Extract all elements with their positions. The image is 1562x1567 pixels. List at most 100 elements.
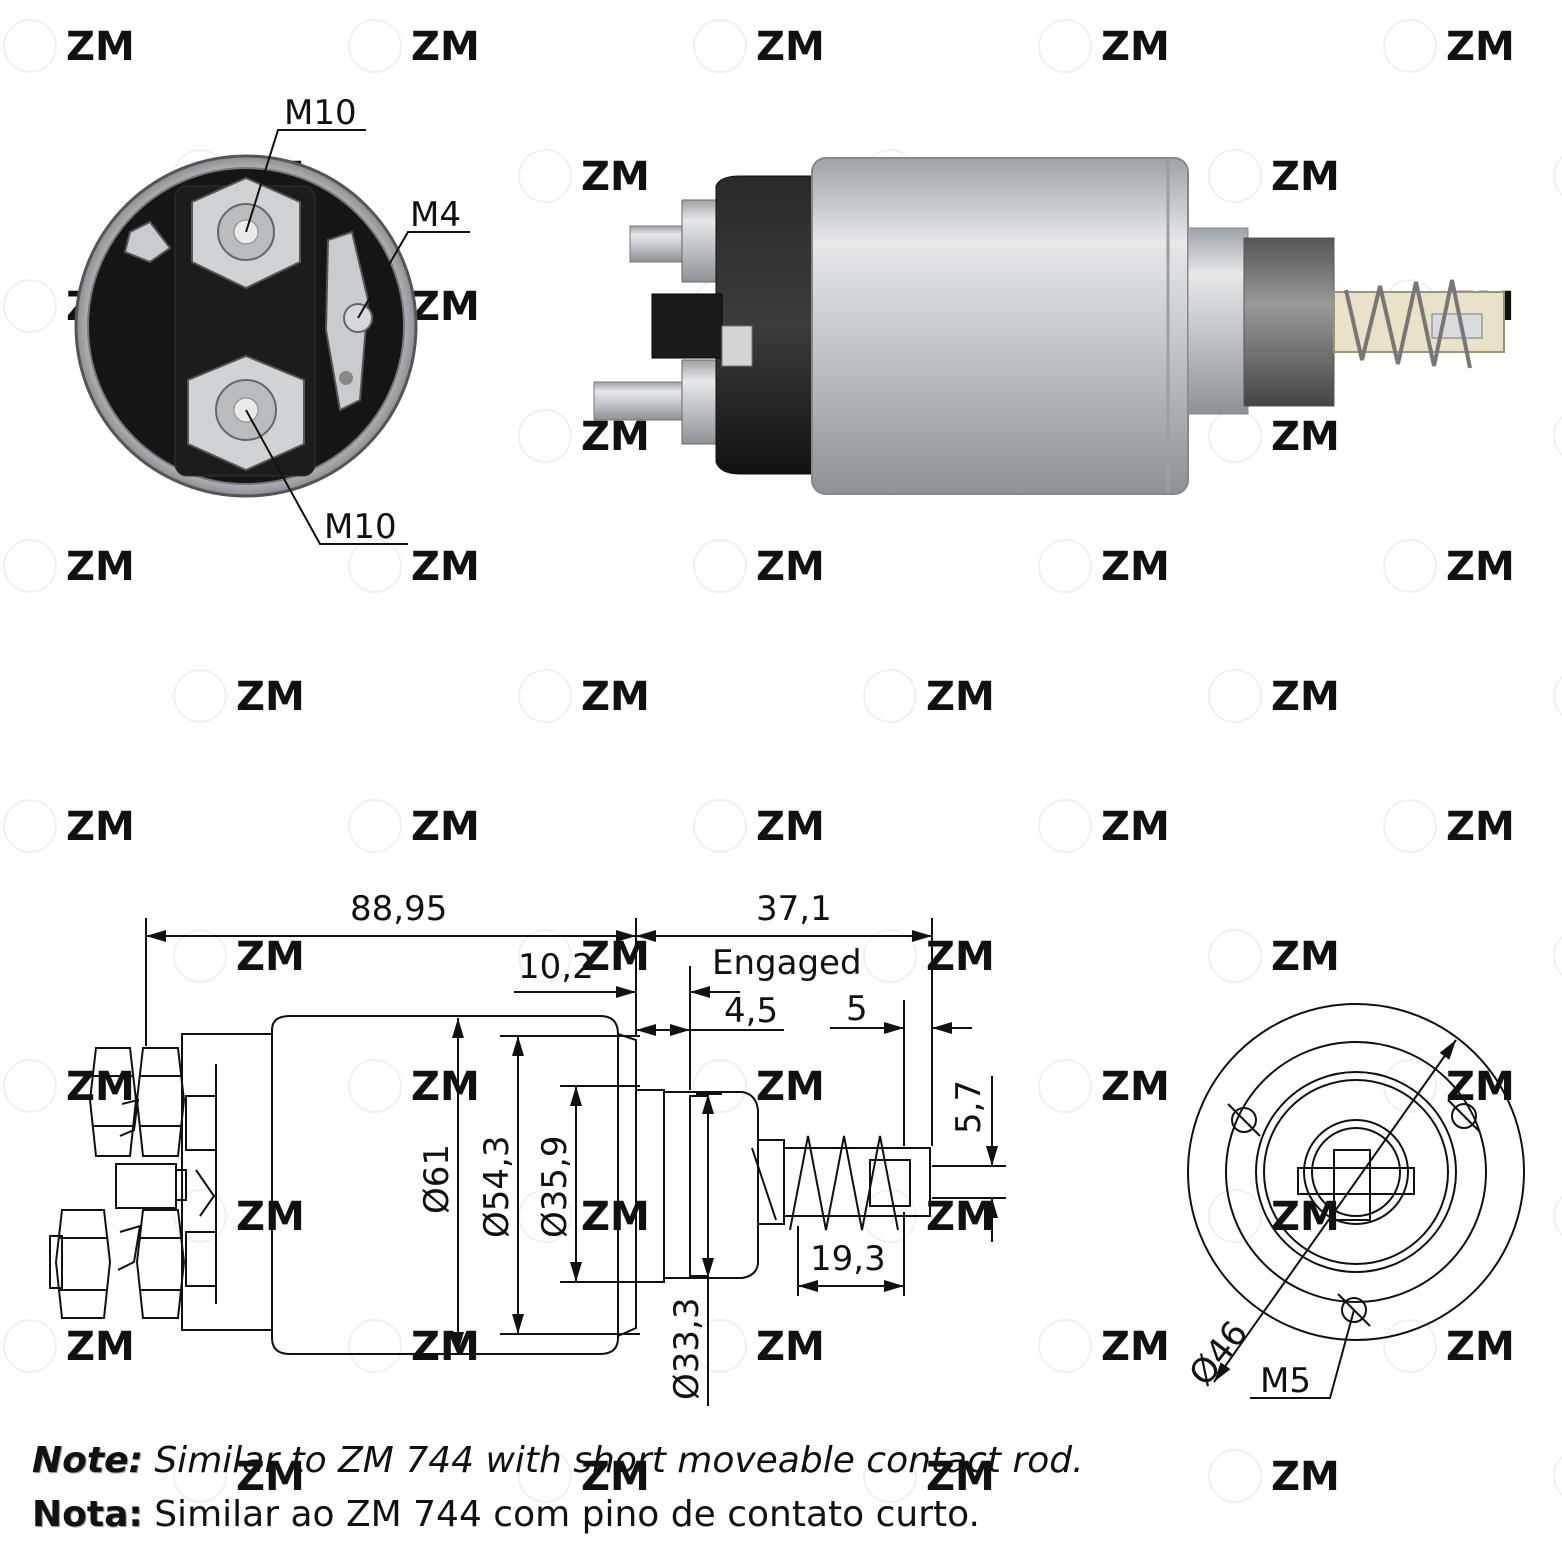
watermark-text: ZM <box>66 24 135 70</box>
dim-engaged-label: Engaged <box>712 943 862 983</box>
watermark-logo-icon <box>1553 675 1562 717</box>
watermark-text: ZM <box>756 24 825 70</box>
watermark-logo-icon <box>173 1189 227 1243</box>
watermark-text: ZM <box>236 674 305 720</box>
watermark-logo-icon <box>173 669 227 723</box>
watermark-text: ZM <box>1271 154 1340 200</box>
watermark-text: ZM <box>236 934 305 980</box>
watermark-logo-icon <box>3 799 57 853</box>
watermark-logo-icon <box>693 799 747 853</box>
watermark-text: ZM <box>756 804 825 850</box>
dim-dia-body: Ø61 <box>417 1144 457 1214</box>
watermark-logo-icon <box>1383 799 1437 853</box>
watermark-logo-icon <box>1208 929 1262 983</box>
dimension-lines <box>145 918 1006 1406</box>
dim-dia-inner: Ø54,3 <box>477 1136 517 1238</box>
front-drawing <box>1187 1003 1525 1399</box>
watermark-text: ZM <box>1271 934 1340 980</box>
label-m10-top: M10 <box>284 93 357 133</box>
watermark-logo-icon <box>3 279 57 333</box>
watermark-logo-icon <box>863 669 917 723</box>
dim-flange-offset: 10,2 <box>518 947 594 987</box>
watermark-text: ZM <box>1446 804 1515 850</box>
watermark-logo-icon <box>518 409 572 463</box>
watermark-text: ZM <box>1446 544 1515 590</box>
dim-spring-length: 19,3 <box>810 1239 886 1279</box>
watermark-text: ZM <box>581 154 650 200</box>
watermark-logo-icon <box>1553 1195 1562 1237</box>
note-portuguese: Nota: Similar ao ZM 744 com pino de cont… <box>32 1494 980 1535</box>
watermark-logo-icon <box>1038 19 1092 73</box>
watermark-text: ZM <box>581 1194 650 1240</box>
label-m4: M4 <box>410 195 461 235</box>
watermark-text: ZM <box>1271 674 1340 720</box>
watermark-logo-icon <box>173 1449 227 1503</box>
watermark-logo-icon <box>348 539 402 593</box>
watermark-logo-icon <box>1038 1319 1092 1373</box>
watermark-text: ZM <box>411 284 480 330</box>
dim-rod-tip: 5 <box>846 989 868 1029</box>
watermark-text: ZM <box>411 804 480 850</box>
side-view-photo <box>593 157 1505 495</box>
watermark-text: ZM <box>411 1324 480 1370</box>
note-portuguese-text: Similar ao ZM 744 com pino de contato cu… <box>142 1494 980 1535</box>
watermark-text: ZM <box>1271 414 1340 460</box>
watermark-text: ZM <box>1271 1454 1340 1500</box>
watermark-text: ZM <box>581 674 650 720</box>
watermark-text: ZM <box>581 1454 650 1500</box>
watermark-text: ZM <box>756 544 825 590</box>
watermark-text: ZM <box>581 414 650 460</box>
dim-rod-height: 5,7 <box>949 1080 989 1134</box>
watermark-logo-icon <box>863 929 917 983</box>
note-english: Note: Similar to ZM 744 with short movea… <box>32 1440 1084 1481</box>
dim-step: 4,5 <box>724 991 778 1031</box>
watermark-logo-icon <box>1553 1455 1562 1497</box>
watermark-text: ZM <box>926 934 995 980</box>
watermark-logo-icon <box>1208 1189 1262 1243</box>
watermark-text: ZM <box>66 804 135 850</box>
note-english-text: Similar to ZM 744 with short moveable co… <box>142 1440 1084 1481</box>
note-portuguese-label: Nota: <box>32 1494 143 1535</box>
watermark-text: ZM <box>1101 1064 1170 1110</box>
watermark-text: ZM <box>1446 1324 1515 1370</box>
watermark-logo-icon <box>518 149 572 203</box>
end-view-photo <box>74 154 418 498</box>
dim-mount-thread: M5 <box>1260 1361 1311 1401</box>
watermark-text: ZM <box>926 1194 995 1240</box>
dim-dia-nose: Ø33,3 <box>667 1298 707 1400</box>
watermark-text: ZM <box>1446 24 1515 70</box>
watermark-logo-icon <box>1553 155 1562 197</box>
watermark-logo-icon <box>173 929 227 983</box>
watermark-logo-icon <box>693 1059 747 1113</box>
watermark-text: ZM <box>66 1064 135 1110</box>
note-english-label: Note: <box>32 1440 143 1481</box>
dim-overall-length: 88,95 <box>350 889 447 929</box>
watermark-text: ZM <box>236 1194 305 1240</box>
dim-mount-dia: Ø46 <box>1182 1314 1257 1394</box>
watermark-text: ZM <box>66 544 135 590</box>
watermark-text: ZM <box>926 674 995 720</box>
watermark-text: ZM <box>1101 544 1170 590</box>
watermark-logo-icon <box>348 19 402 73</box>
dim-dia-flange: Ø35,9 <box>535 1136 575 1238</box>
watermark-text: ZM <box>411 24 480 70</box>
watermark-text: ZM <box>1101 804 1170 850</box>
watermark-logo-icon <box>3 1059 57 1113</box>
watermark-logo-icon <box>1208 409 1262 463</box>
watermark-text: ZM <box>66 1324 135 1370</box>
watermark-logo-icon <box>1038 539 1092 593</box>
watermark-logo-icon <box>518 669 572 723</box>
watermark-logo-icon <box>1553 935 1562 977</box>
watermark-logo-icon <box>518 1449 572 1503</box>
watermark-text: ZM <box>756 1064 825 1110</box>
watermark-logo-icon <box>863 1449 917 1503</box>
watermark-text: ZM <box>1101 24 1170 70</box>
watermark-text: ZM <box>411 1064 480 1110</box>
watermark-logo-icon <box>3 19 57 73</box>
watermark-text: ZM <box>756 1324 825 1370</box>
watermark-layer: ZM ZM ZM ZM ZM ZM ZM ZM ZM ZM ZM ZM ZM ZM ZM ZM ZM ZM ZM ZM… <box>3 19 1562 1503</box>
watermark-logo-icon <box>693 19 747 73</box>
watermark-logo-icon <box>1208 669 1262 723</box>
